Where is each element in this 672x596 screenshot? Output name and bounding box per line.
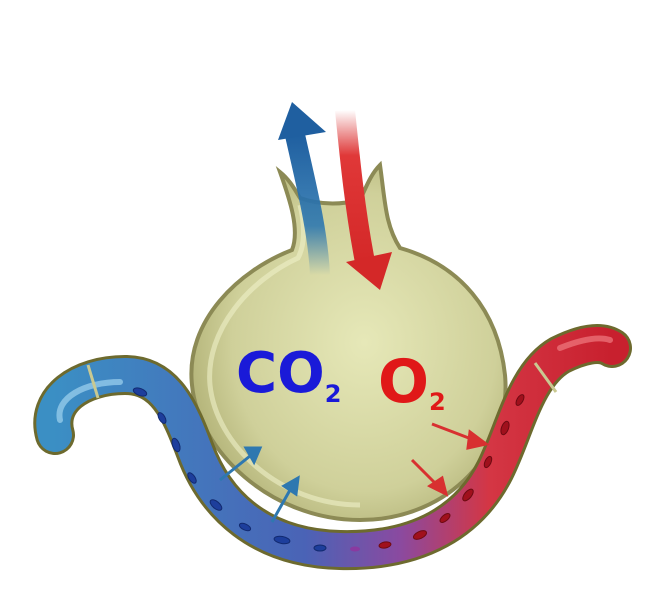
- co2-out-arrow-icon: [278, 102, 330, 276]
- o2-label: O2: [378, 347, 446, 417]
- o2-label-subscript: 2: [429, 388, 446, 416]
- co2-label-main: CO: [236, 341, 325, 406]
- co2-diffusion-arrows: [219, 446, 300, 523]
- co2-label: CO2: [236, 341, 341, 408]
- capillary-icon: [33, 324, 632, 571]
- o2-diffusion-arrows: [410, 422, 490, 497]
- o2-in-arrow-icon: [335, 109, 392, 290]
- co2-label-subscript: 2: [325, 380, 342, 408]
- o2-label-main: O: [378, 347, 429, 417]
